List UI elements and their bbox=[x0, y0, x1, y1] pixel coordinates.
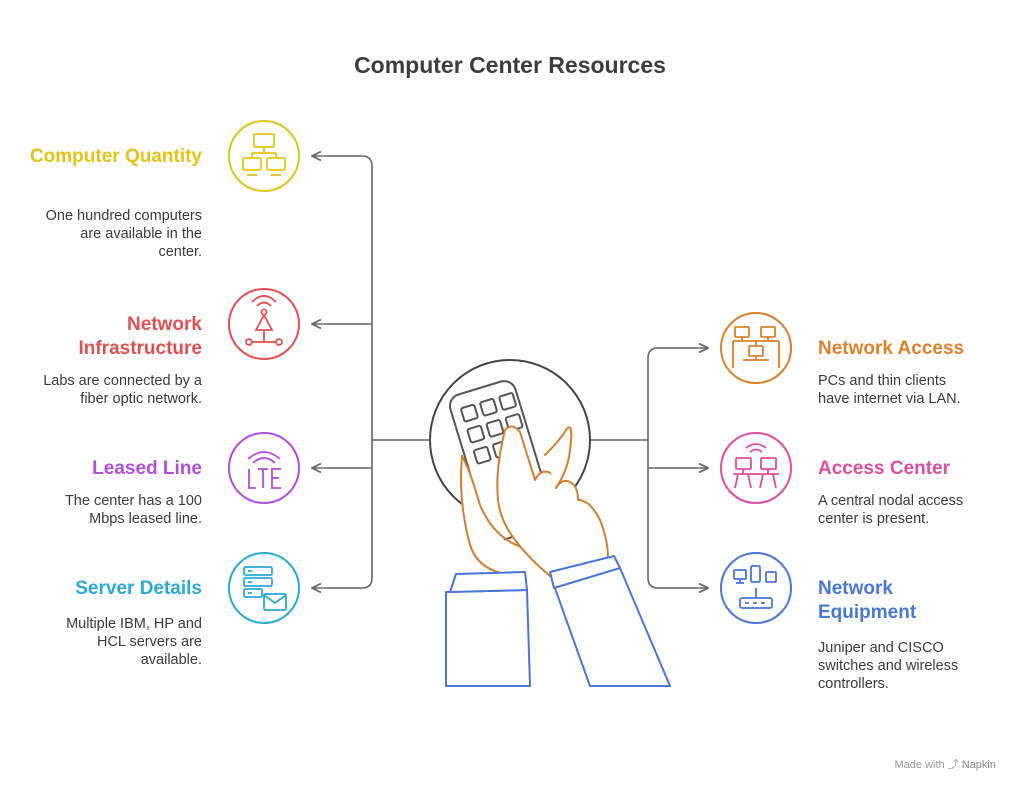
heading-network-infrastructure: Network Infrastructure bbox=[78, 314, 202, 359]
icon-circle-leased-line bbox=[228, 432, 300, 504]
made-with-label: Made with bbox=[894, 759, 945, 771]
made-with-badge[interactable]: Made with ⤴ Napkin bbox=[894, 756, 996, 772]
heading-network-access: Network Access bbox=[818, 338, 965, 359]
connector-computer-quantity bbox=[312, 156, 373, 440]
connector-server-details bbox=[312, 440, 373, 588]
napkin-logo-icon: ⤴ bbox=[947, 759, 959, 771]
wireless-desks-icon bbox=[733, 443, 779, 489]
heading-server-details: Server Details bbox=[75, 578, 202, 599]
connector-network-equipment bbox=[647, 440, 708, 588]
left-connectors bbox=[312, 156, 432, 588]
icon-circle-access-center bbox=[720, 432, 792, 504]
connector-network-access bbox=[647, 348, 708, 440]
icon-circle-network-infrastructure bbox=[228, 288, 300, 360]
router-devices-icon bbox=[733, 565, 777, 609]
lte-icon bbox=[247, 451, 281, 489]
icon-circle-network-equipment bbox=[720, 552, 792, 624]
page-title: Computer Center Resources bbox=[354, 52, 666, 78]
lan-computers-icon bbox=[732, 326, 780, 368]
hand-keypad-illustration bbox=[429, 359, 671, 687]
icon-circle-network-access bbox=[720, 312, 792, 384]
heading-access-center: Access Center bbox=[818, 458, 951, 479]
heading-network-equipment: Network Equipment bbox=[818, 578, 917, 623]
antenna-icon bbox=[245, 295, 283, 346]
icon-circle-computer-quantity bbox=[228, 120, 300, 192]
heading-computer-quantity: Computer Quantity bbox=[29, 146, 202, 167]
network-computers-icon bbox=[242, 133, 286, 176]
napkin-brand: Napkin bbox=[961, 759, 996, 771]
right-connectors bbox=[588, 348, 708, 588]
server-mail-icon bbox=[243, 566, 287, 611]
icon-circle-server-details bbox=[228, 552, 300, 624]
heading-leased-line: Leased Line bbox=[92, 458, 202, 479]
